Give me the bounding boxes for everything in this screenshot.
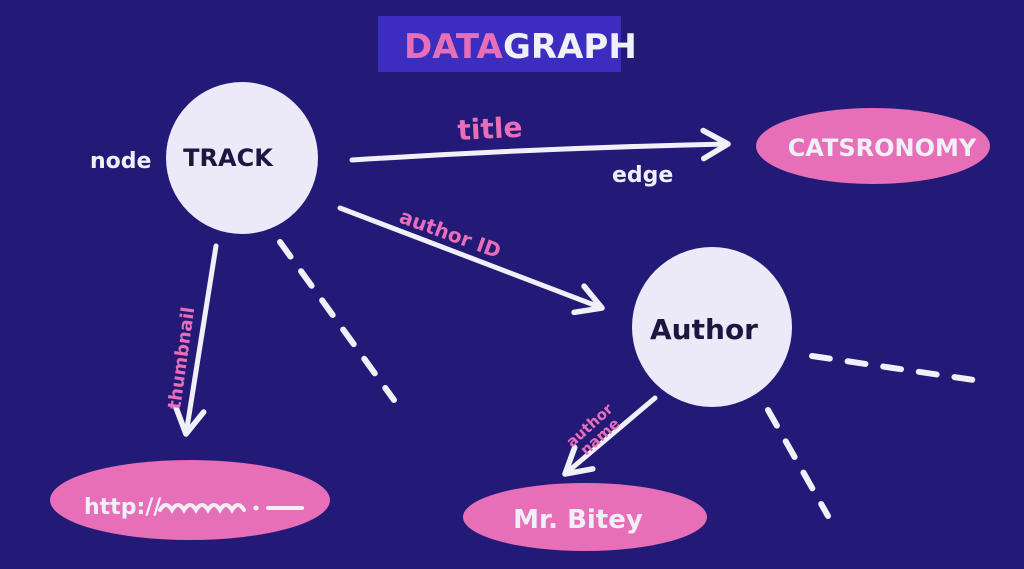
edge-author-id-arrow	[337, 205, 605, 316]
label-edge: edge	[612, 163, 673, 188]
value-catsronomy-label: CATSRONOMY	[788, 134, 977, 162]
value-catsronomy-ellipse	[756, 108, 990, 184]
node-track: TRACK	[166, 82, 318, 234]
node-author-circle	[632, 247, 792, 407]
title-part-data: DATA	[404, 27, 503, 67]
label-node: node	[90, 149, 151, 174]
node-track-label: TRACK	[183, 144, 274, 172]
value-mr-bitey-label: Mr. Bitey	[513, 505, 643, 535]
title-part-graph: GRAPH	[503, 27, 637, 67]
dashed-edge-author-down	[765, 407, 831, 519]
value-thumbnail: http://	[50, 460, 330, 540]
edges	[173, 127, 977, 519]
edge-title-arrow	[349, 127, 731, 163]
node-author: Author	[632, 247, 792, 407]
scribble-url-squiggle	[158, 503, 246, 514]
value-mr-bitey-ellipse	[463, 483, 707, 551]
title-banner: DATA GRAPH	[378, 16, 637, 72]
edge-author-name-arrow	[562, 395, 658, 477]
edge-thumbnail-arrow	[173, 243, 219, 437]
value-thumbnail-ellipse	[50, 460, 330, 540]
value-thumbnail-label: http://	[84, 495, 162, 520]
node-author-label: Author	[650, 313, 758, 346]
scribble-url-dot	[253, 505, 259, 511]
node-track-circle	[166, 82, 318, 234]
value-catsronomy: CATSRONOMY	[756, 108, 990, 184]
value-mr-bitey: Mr. Bitey	[463, 483, 707, 551]
edge-label-title: title	[457, 111, 524, 147]
dashed-edge-author-right	[809, 353, 977, 383]
dashed-edge-track	[277, 239, 397, 403]
title-box	[378, 16, 621, 72]
